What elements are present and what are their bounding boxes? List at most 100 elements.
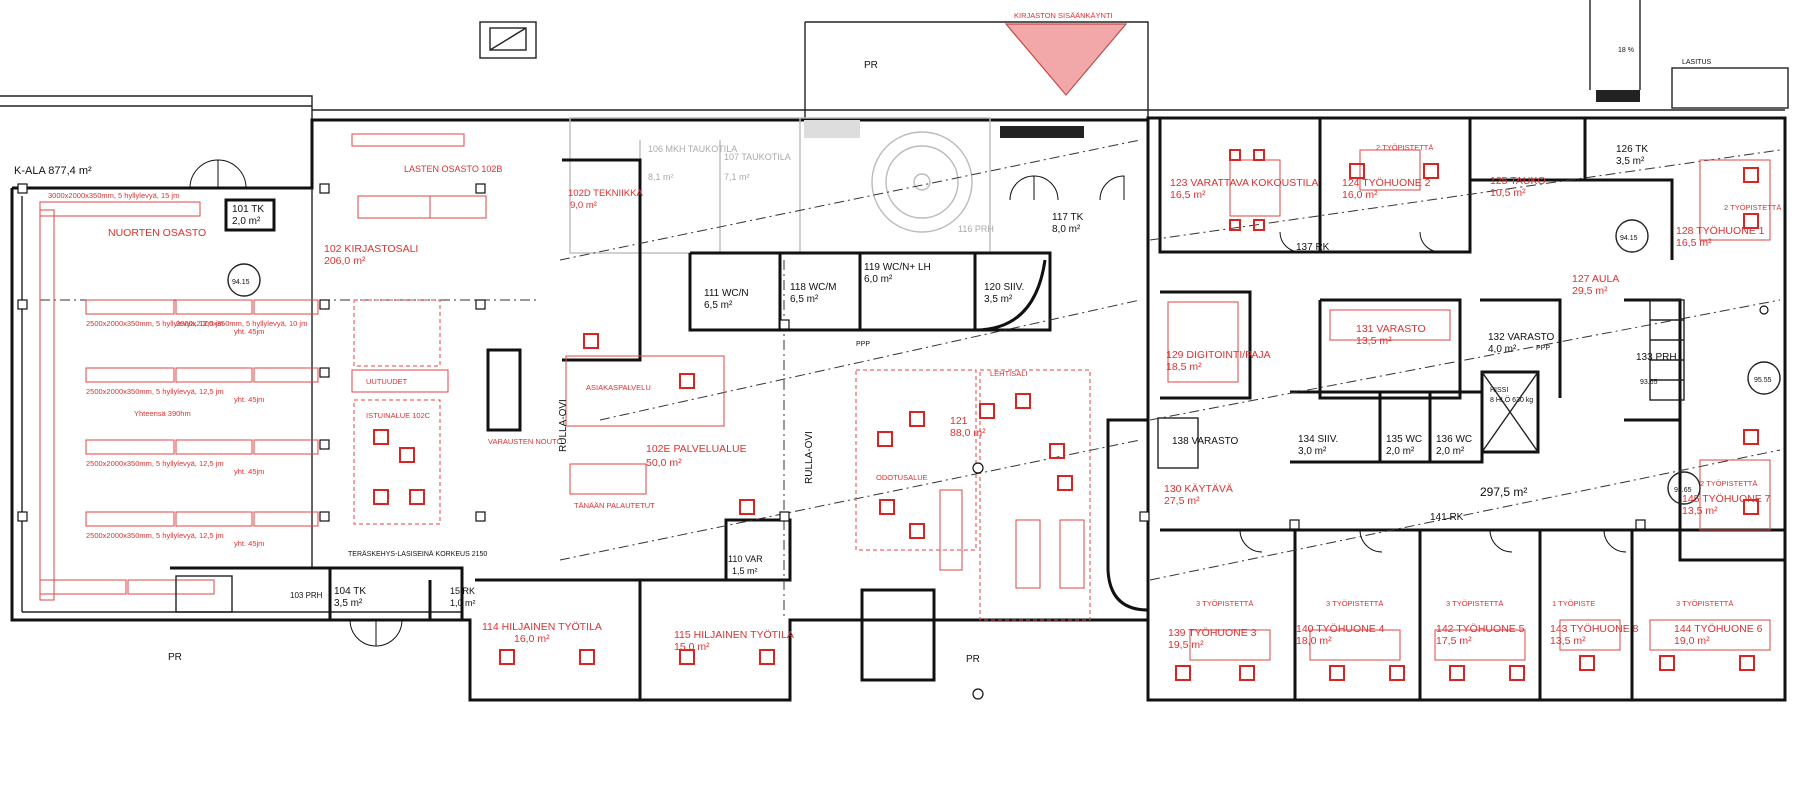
chair bbox=[1743, 499, 1759, 515]
chair bbox=[1743, 213, 1759, 229]
chair bbox=[373, 489, 389, 505]
room-132-walls bbox=[1480, 298, 1562, 398]
shelf-a3 bbox=[253, 299, 319, 315]
chair bbox=[1743, 167, 1759, 183]
column bbox=[319, 439, 330, 450]
hissi-name: HISSI bbox=[1490, 387, 1508, 394]
pr-label: PR bbox=[966, 654, 980, 665]
shelf-d2 bbox=[175, 511, 253, 527]
entrance-triangle bbox=[1004, 23, 1128, 96]
room-111-area: 6,5 m² bbox=[704, 300, 733, 311]
room-107-name: 107 TAUKOTILA bbox=[724, 152, 791, 162]
door-arc bbox=[1603, 529, 1627, 553]
west-stair bbox=[175, 575, 233, 613]
room-145-name: 145 TYÖHUONE 7 bbox=[1682, 493, 1771, 505]
room-119-name: 119 WC/N+ LH bbox=[864, 262, 931, 273]
zone-asiakas bbox=[565, 355, 725, 427]
columns bbox=[17, 183, 1646, 530]
room-126-area: 3,5 m² bbox=[1616, 156, 1645, 167]
room-102e-area: 50,0 m² bbox=[646, 457, 682, 469]
yht-note: yht. 45jm bbox=[234, 395, 264, 404]
room-121-area: 88,0 m² bbox=[950, 427, 986, 439]
room-120-area: 3,5 m² bbox=[984, 294, 1013, 305]
diag-7 bbox=[1149, 449, 1781, 581]
door-arc bbox=[1279, 231, 1301, 253]
chair bbox=[1389, 665, 1405, 681]
column bbox=[475, 299, 486, 310]
room-110-walls bbox=[724, 518, 792, 582]
chair bbox=[1423, 163, 1439, 179]
room-138-name: 138 VARASTO bbox=[1172, 436, 1239, 447]
tyopiste1-label: 1 TYÖPISTE bbox=[1552, 599, 1595, 608]
odotus-rack bbox=[939, 489, 963, 571]
room-110-name: 110 VAR bbox=[728, 554, 763, 564]
room-129-area: 18,5 m² bbox=[1166, 361, 1202, 373]
room-131-area: 13,5 m² bbox=[1356, 335, 1392, 347]
paja-bench bbox=[1167, 301, 1239, 383]
outer-walls bbox=[0, 105, 1787, 702]
zone-lehtisali bbox=[979, 369, 1091, 621]
column bbox=[17, 183, 28, 194]
chair bbox=[1057, 475, 1073, 491]
chair bbox=[679, 373, 695, 389]
room-116-name: 116 PRH bbox=[958, 224, 994, 234]
door-arc bbox=[189, 159, 219, 189]
room-102d-area: 9,0 m² bbox=[570, 200, 597, 211]
elev-94: 94.15 bbox=[232, 279, 250, 286]
odotus-label: ODOTUSALUE bbox=[876, 473, 928, 482]
shelf-c1 bbox=[85, 439, 175, 455]
grey-stair-top bbox=[804, 120, 860, 138]
room-143-area: 13,5 m² bbox=[1550, 635, 1586, 647]
shelf-b2 bbox=[175, 367, 253, 383]
chair bbox=[1049, 443, 1065, 459]
room-117-area: 8,0 m² bbox=[1052, 224, 1081, 235]
room-105-name: 15 RK bbox=[450, 586, 475, 596]
chair bbox=[579, 649, 595, 665]
hissi-area: 8 HLÖ 630 kg bbox=[1490, 396, 1533, 404]
shelf-a-note: 2500x2000x350mm, 5 hyllylevyä, 12,5 jm bbox=[86, 459, 224, 468]
shelf-c-note: 3000x2000x350mm, 5 hyllylevyä, 15 jm bbox=[48, 191, 179, 200]
room-139-name: 139 TYÖHUONE 3 bbox=[1168, 627, 1257, 639]
lasitus-box bbox=[1671, 67, 1789, 109]
tyopiste2-label: 2 TYÖPISTETTÄ bbox=[1700, 479, 1757, 488]
tyopiste3-label: 3 TYÖPISTETTÄ bbox=[1676, 599, 1733, 608]
elev-95: 95.55 bbox=[1754, 377, 1772, 384]
chair bbox=[1579, 655, 1595, 671]
elev-circle bbox=[227, 263, 261, 297]
rulla-ovi-label: RULLA-OVI bbox=[558, 399, 569, 452]
column bbox=[1635, 519, 1646, 530]
desk-142 bbox=[1434, 629, 1526, 661]
tyopiste3-label: 3 TYÖPISTETTÄ bbox=[1446, 599, 1503, 608]
elev-93: 93.65 bbox=[1640, 379, 1658, 386]
column bbox=[17, 511, 28, 522]
room-136-area: 2,0 m² bbox=[1436, 446, 1465, 457]
ppp-label: PPP bbox=[1536, 345, 1550, 352]
room-119-area: 6,0 m² bbox=[864, 274, 893, 285]
tyopiste2-label: 2 TYÖPISTETTÄ bbox=[1724, 203, 1781, 212]
room-125-name: 125 TAUKO bbox=[1490, 175, 1546, 187]
room-110-area: 1,5 m² bbox=[732, 566, 758, 576]
shelf-a-note: 2500x2000x350mm, 5 hyllylevyä, 12,5 jm bbox=[86, 531, 224, 540]
room-135-area: 2,0 m² bbox=[1386, 446, 1415, 457]
ramp-grate bbox=[1596, 90, 1640, 102]
entrance-marker: KIRJASTON SISÄÄNKÄYNTI bbox=[1004, 11, 1128, 96]
lehti-rack-2 bbox=[1059, 519, 1085, 589]
room-144-area: 19,0 m² bbox=[1674, 635, 1710, 647]
shelf-lasten-2 bbox=[429, 195, 487, 219]
shelf-a-note: 2500x2000x350mm, 5 hyllylevyä, 12,5 jm bbox=[86, 319, 224, 328]
room-106-area: 8,1 m² bbox=[648, 172, 674, 182]
zone-tanaan bbox=[569, 463, 647, 495]
room-101-name: 101 TK bbox=[232, 204, 264, 215]
slope-label: 18 % bbox=[1618, 47, 1634, 54]
office-tables bbox=[939, 149, 1771, 661]
chair bbox=[1349, 163, 1365, 179]
room-131-walls bbox=[1318, 298, 1462, 400]
elev-94: 94.15 bbox=[1620, 235, 1638, 242]
room-141-name: 141 RK bbox=[1430, 512, 1464, 523]
diag-2 bbox=[559, 139, 1141, 261]
wc-row-walls bbox=[1290, 390, 1484, 464]
shelf-c2 bbox=[175, 439, 253, 455]
interior-walls bbox=[170, 118, 1785, 700]
desk-140 bbox=[1309, 629, 1401, 661]
